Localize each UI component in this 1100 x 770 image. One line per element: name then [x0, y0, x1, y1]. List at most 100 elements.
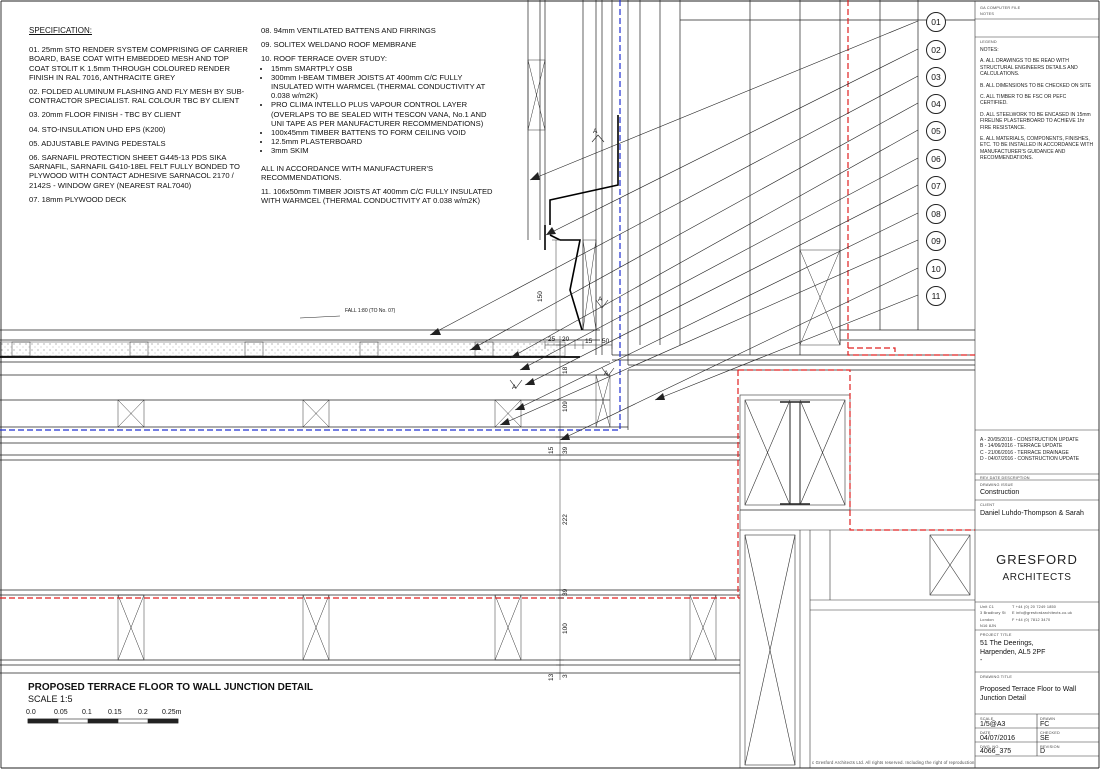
spec-item-10-list: 15mm SMARTPLY OSB 300mm I-BEAM TIMBER JO…	[261, 64, 501, 156]
section-mark-3: A	[512, 384, 517, 391]
scale-bar-label: 0.0	[26, 709, 36, 716]
dim-39: 39	[562, 446, 569, 454]
tb-firm-name: GRESFORD	[996, 552, 1078, 567]
dimension-lines	[544, 239, 613, 680]
tb-address-line: London	[980, 617, 994, 622]
tb-note: E. ALL MATERIALS, COMPONENTS, FINISHES, …	[980, 136, 1094, 162]
spec-item-01: 01. 25mm STO RENDER SYSTEM COMPRISING OF…	[29, 45, 248, 82]
fall-label: FALL 1:80 (TO No. 07)	[345, 308, 396, 314]
dim-150: 150	[537, 291, 544, 302]
spec-item-02: 02. FOLDED ALUMINUM FLASHING AND FLY MES…	[29, 87, 245, 106]
tb-drawing-title: Proposed Terrace Floor to Wall Junction …	[980, 686, 1077, 702]
spec-item-09: 09. SOLITEX WELDANO ROOF MEMBRANE	[261, 40, 417, 50]
tb-computer-file: GA COMPUTER FILE	[980, 6, 1021, 10]
tb-date-label: DATE	[980, 731, 991, 735]
dim-15b: 15	[548, 446, 555, 454]
spec-item-05: 05. ADJUSTABLE PAVING PEDESTALS	[29, 138, 166, 148]
tb-project-title-line: 51 The Deerings,	[980, 640, 1034, 647]
tb-dwg-label: DWG. NO.	[980, 745, 1000, 749]
drawing-scale: SCALE 1:5	[28, 694, 73, 704]
dim-15: 15	[585, 338, 593, 345]
tb-note: D. ALL STEELWORK TO BE ENCASED IN 15mm F…	[980, 111, 1091, 131]
tb-contact-line: E info@gresfordarchitects.co.uk	[1012, 611, 1073, 616]
tb-drawn-val: FC	[1040, 721, 1050, 728]
dim-109: 109	[562, 401, 569, 412]
leader-arrowheads	[430, 172, 665, 440]
spec-item-03: 03. 20mm FLOOR FINISH - TBC BY CLIENT	[29, 110, 182, 120]
tb-revision-row: B - 14/06/2016 - TERRACE UPDATE	[980, 443, 1063, 450]
tb-date-val: 04/07/2016	[980, 735, 1016, 742]
callout-11: 11	[926, 286, 946, 306]
tb-project-title: 51 The Deerings, Harpenden, AL5 2PF -	[980, 640, 1045, 666]
tb-address-line: 3 Bradbury St	[980, 611, 1006, 616]
tb-drawing-issue: Construction	[980, 489, 1020, 496]
spec-item-10: 10. ROOF TERRACE OVER STUDY:	[261, 54, 388, 64]
tb-revision-row: C - 21/06/2016 - TERRACE DRAINAGE	[980, 449, 1069, 456]
tb-revision-row: A - 20/05/2016 - CONSTRUCTION UPDATE	[980, 437, 1079, 443]
wall-lines	[527, 0, 975, 430]
section-mark-4: A	[604, 370, 609, 377]
tb-notes-heading: NOTES:	[980, 47, 999, 53]
dim-18: 18	[562, 366, 569, 374]
tb-contact: T +44 (0) 20 7249 1850 E info@gresfordar…	[1012, 604, 1072, 623]
scale-bar	[27, 718, 179, 724]
tb-project-title-label: PROJECT TITLE	[980, 633, 1012, 637]
red-dashed-lines	[0, 0, 975, 599]
tb-client-label: CLIENT	[980, 503, 995, 507]
tb-client: Daniel Luhdo-Thompson & Sarah	[980, 510, 1084, 517]
tb-checked-label: CHECKED	[1040, 731, 1060, 735]
spec-item-06: 06. SARNAFIL PROTECTION SHEET G445-13 PD…	[29, 153, 240, 190]
spec-item-07: 07. 18mm PLYWOOD DECK	[29, 194, 127, 204]
callout-06: 06	[926, 149, 946, 169]
section-mark-1: A	[593, 128, 598, 135]
dim-222: 222	[562, 514, 569, 525]
wall-studs	[527, 59, 841, 346]
spec-item-10-bullet: 12.5mm PLASTERBOARD	[271, 137, 501, 146]
spec-item-10-bullet: 300mm I-BEAM TIMBER JOISTS AT 400mm C/C …	[271, 73, 501, 101]
specification-col2: 08. 94mm VENTILATED BATTENS AND FIRRINGS…	[261, 26, 501, 210]
spec-all-in: ALL IN ACCORDANCE WITH MANUFACTURER'S RE…	[261, 163, 434, 182]
tb-checked-val: SE	[1040, 735, 1050, 742]
specification-col1: SPECIFICATION: 01. 25mm STO RENDER SYSTE…	[29, 26, 249, 209]
spec-item-10-bullet: 15mm SMARTPLY OSB	[271, 64, 501, 73]
spec-item-08: 08. 94mm VENTILATED BATTENS AND FIRRINGS	[261, 26, 436, 35]
spec-item-10-bullet: 100x45mm TIMBER BATTENS TO FORM CEILING …	[271, 128, 501, 137]
tb-note: C. ALL TIMBER TO BE FSC OR PEFC CERTIFIE…	[980, 94, 1067, 107]
dim-50: 50	[602, 338, 610, 345]
section-mark-arrows	[509, 134, 615, 389]
callout-05: 05	[926, 121, 946, 141]
spec-item-04: 04. STO-INSULATION UHD EPS (K200)	[29, 124, 166, 134]
callout-10: 10	[926, 259, 946, 279]
callout-04: 04	[926, 94, 946, 114]
tb-revision-row: D - 04/07/2016 - CONSTRUCTION UPDATE	[980, 456, 1080, 463]
scale-bar-label: 0.2	[138, 709, 148, 716]
spec-item-11: 11. 106x50mm TIMBER JOISTS AT 400mm C/C …	[261, 187, 493, 206]
tb-firm-sub: ARCHITECTS	[1002, 572, 1072, 583]
terrace-layers	[0, 329, 740, 674]
tb-revision-val: D	[1040, 748, 1046, 755]
callout-02: 02	[926, 40, 946, 60]
callout-08: 08	[926, 204, 946, 224]
fall-arrow	[299, 315, 341, 319]
dim-39b: 39	[562, 588, 569, 596]
tb-scale-label: SCALE	[980, 717, 994, 721]
title-block-frame	[974, 1, 1099, 768]
callout-09: 09	[926, 231, 946, 251]
tb-revisions: A - 20/05/2016 - CONSTRUCTION UPDATE B -…	[980, 437, 1098, 463]
dim-25: 25	[548, 336, 556, 343]
battens	[117, 374, 717, 661]
tb-address-line: Unit C1	[980, 605, 995, 609]
tb-rev-header: REV DATE DESCRIPTION	[980, 476, 1030, 480]
flashing	[544, 115, 619, 331]
dim-100: 100	[562, 623, 569, 634]
spec-heading: SPECIFICATION:	[29, 26, 92, 35]
section-mark-2: A	[598, 296, 603, 303]
tb-dwg-val: 4066_375	[980, 748, 1012, 755]
tb-scale-val: 1/5@A3	[980, 721, 1006, 728]
callout-03: 03	[926, 67, 946, 87]
drawing-title: PROPOSED TERRACE FLOOR TO WALL JUNCTION …	[28, 682, 314, 693]
tb-notes-small: NOTES	[980, 12, 995, 16]
tb-project-title-line: -	[980, 657, 983, 664]
